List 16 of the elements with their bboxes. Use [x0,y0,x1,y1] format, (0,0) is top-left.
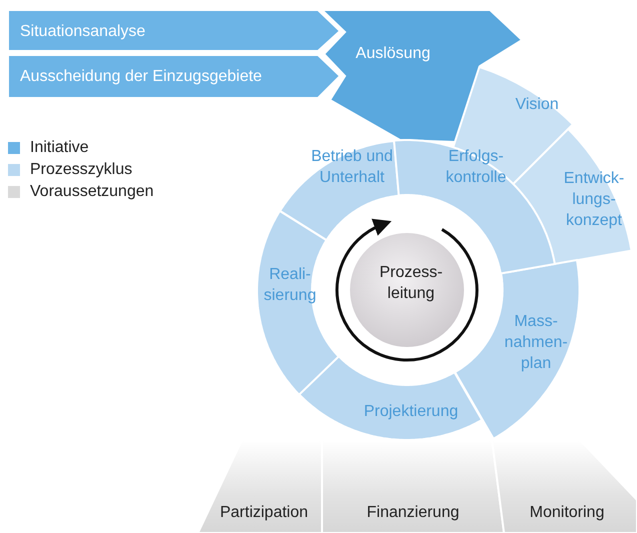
segment-label: Entwick- lungs- konzept [562,169,626,232]
segment-label: Erfolgs- kontrolle [444,147,508,188]
segment-label: Betrieb und Unterhalt [310,146,394,188]
segment-label: Ausscheidung der Einzugsgebiete [20,66,263,86]
segment-label: Monitoring [528,502,606,522]
legend-label: Prozesszyklus [30,161,132,179]
segment-label: Prozess- leitung [378,263,444,304]
segment-label: Finanzierung [366,502,460,522]
segment-label: Vision [514,95,560,116]
segment-label: Projektierung [362,402,460,422]
segment-label: Mass- nahmen- plan [503,312,569,374]
segment-label: Situationsanalyse [20,22,146,42]
segment-label: Partizipation [218,502,310,522]
legend-label: Voraussetzungen [30,183,154,201]
segment-label: Auslösung [354,44,432,64]
legend-label: Initiative [30,139,89,157]
